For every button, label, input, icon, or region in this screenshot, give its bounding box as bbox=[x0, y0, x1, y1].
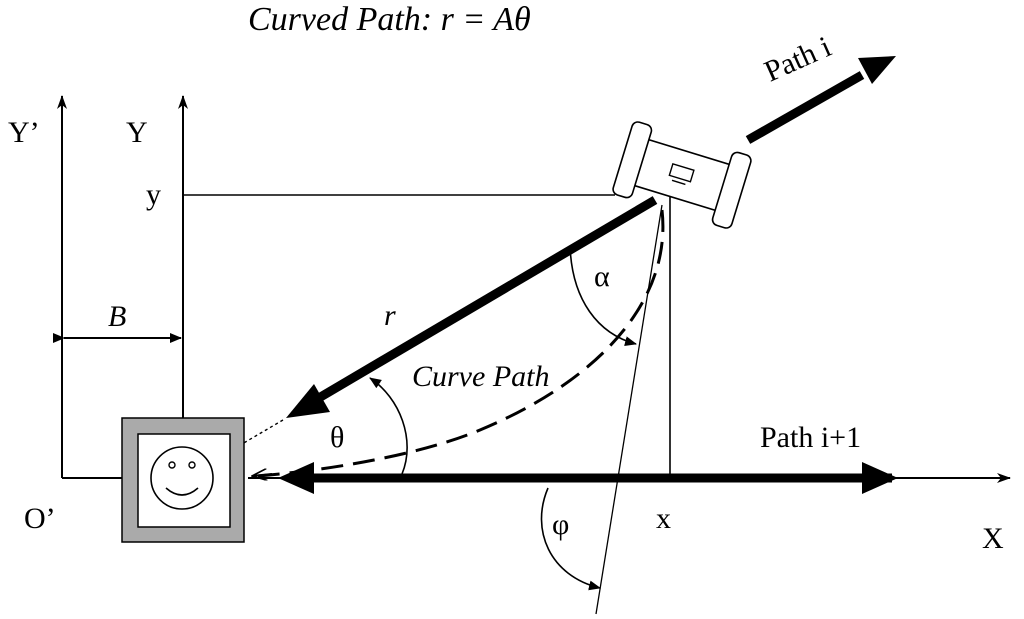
y-axis-label: Y bbox=[126, 116, 148, 149]
tangent-line bbox=[595, 204, 663, 615]
x-value-label: x bbox=[656, 502, 671, 535]
theta-arc bbox=[369, 377, 408, 475]
path-i-label: Path i bbox=[759, 30, 836, 88]
path-i-plus-1-arrowhead bbox=[862, 462, 898, 494]
path-i-plus-1-label: Path i+1 bbox=[760, 421, 861, 454]
robot-wheel-right bbox=[711, 151, 752, 229]
y-prime-label: Y’ bbox=[8, 116, 40, 149]
smiley-right-eye bbox=[188, 461, 196, 469]
theta-label: θ bbox=[330, 421, 344, 454]
phi-arc bbox=[540, 487, 601, 591]
r-dotted-extension bbox=[241, 419, 284, 445]
r-radius-label: r bbox=[384, 299, 396, 332]
smiley-mouth bbox=[165, 487, 199, 496]
robot-sensor bbox=[668, 162, 695, 183]
phi-label: φ bbox=[552, 508, 569, 541]
curve-path-label: Curve Path bbox=[412, 360, 549, 393]
robot-wheel-left bbox=[612, 121, 653, 199]
origin-prime-label: O’ bbox=[24, 502, 56, 535]
robot-vehicle-icon bbox=[612, 121, 752, 229]
path-i-arrow bbox=[745, 71, 865, 144]
curve-path-arrow-tip bbox=[252, 474, 273, 476]
robot-sensor-base bbox=[671, 179, 686, 186]
diagram-title: Curved Path: r = Aθ bbox=[248, 1, 531, 38]
path-i-arrowhead bbox=[858, 56, 896, 84]
path-i-plus-1-tail-arrowhead bbox=[278, 462, 314, 494]
smiley-face bbox=[150, 446, 214, 510]
smiley-left-eye bbox=[168, 461, 176, 469]
y-value-label: y bbox=[146, 178, 161, 211]
r-radius-arrowhead bbox=[286, 384, 330, 418]
alpha-label: α bbox=[594, 260, 610, 293]
r-radius-arrow bbox=[309, 196, 658, 406]
alpha-arc bbox=[569, 245, 637, 347]
curve-path bbox=[257, 209, 665, 478]
x-axis-label: X bbox=[982, 522, 1004, 555]
b-offset-label: B bbox=[108, 300, 126, 333]
smiley-base-station-icon bbox=[121, 417, 245, 543]
